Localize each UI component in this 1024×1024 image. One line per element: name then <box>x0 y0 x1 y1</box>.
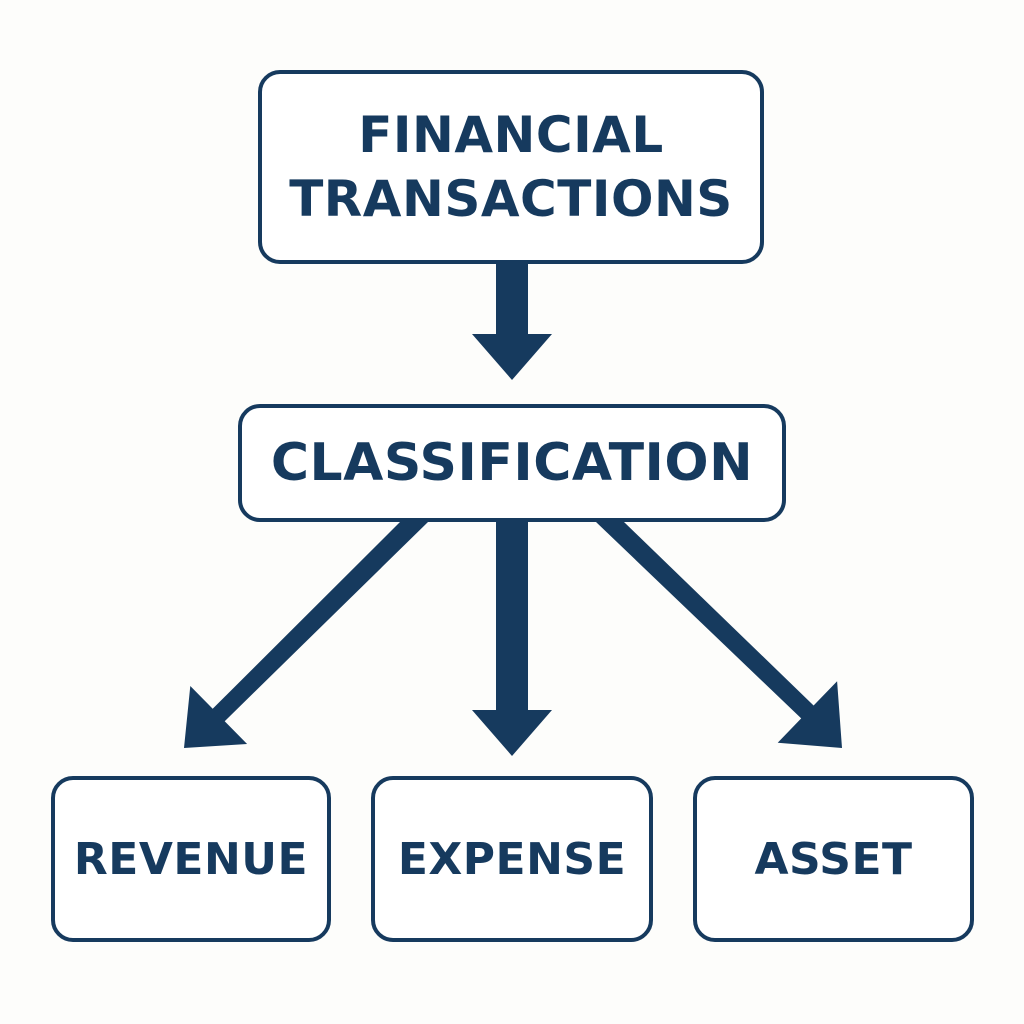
classification-label: CLASSIFICATION <box>270 433 754 493</box>
arrow-classification-to-asset <box>596 522 842 748</box>
revenue-label: REVENUE <box>73 833 309 885</box>
expense-label: EXPENSE <box>397 833 627 885</box>
financial-transactions-node: FINANCIAL TRANSACTIONS <box>258 70 764 264</box>
root-line-2: TRANSACTIONS <box>289 170 733 228</box>
asset-label: ASSET <box>754 833 913 885</box>
arrow-root-to-classification <box>472 264 552 380</box>
arrow-classification-to-revenue <box>184 522 428 748</box>
root-line-1: FINANCIAL <box>358 106 664 164</box>
expense-node: EXPENSE <box>371 776 653 942</box>
classification-node: CLASSIFICATION <box>238 404 786 522</box>
asset-node: ASSET <box>693 776 974 942</box>
arrow-classification-to-expense <box>472 522 552 756</box>
revenue-node: REVENUE <box>51 776 331 942</box>
